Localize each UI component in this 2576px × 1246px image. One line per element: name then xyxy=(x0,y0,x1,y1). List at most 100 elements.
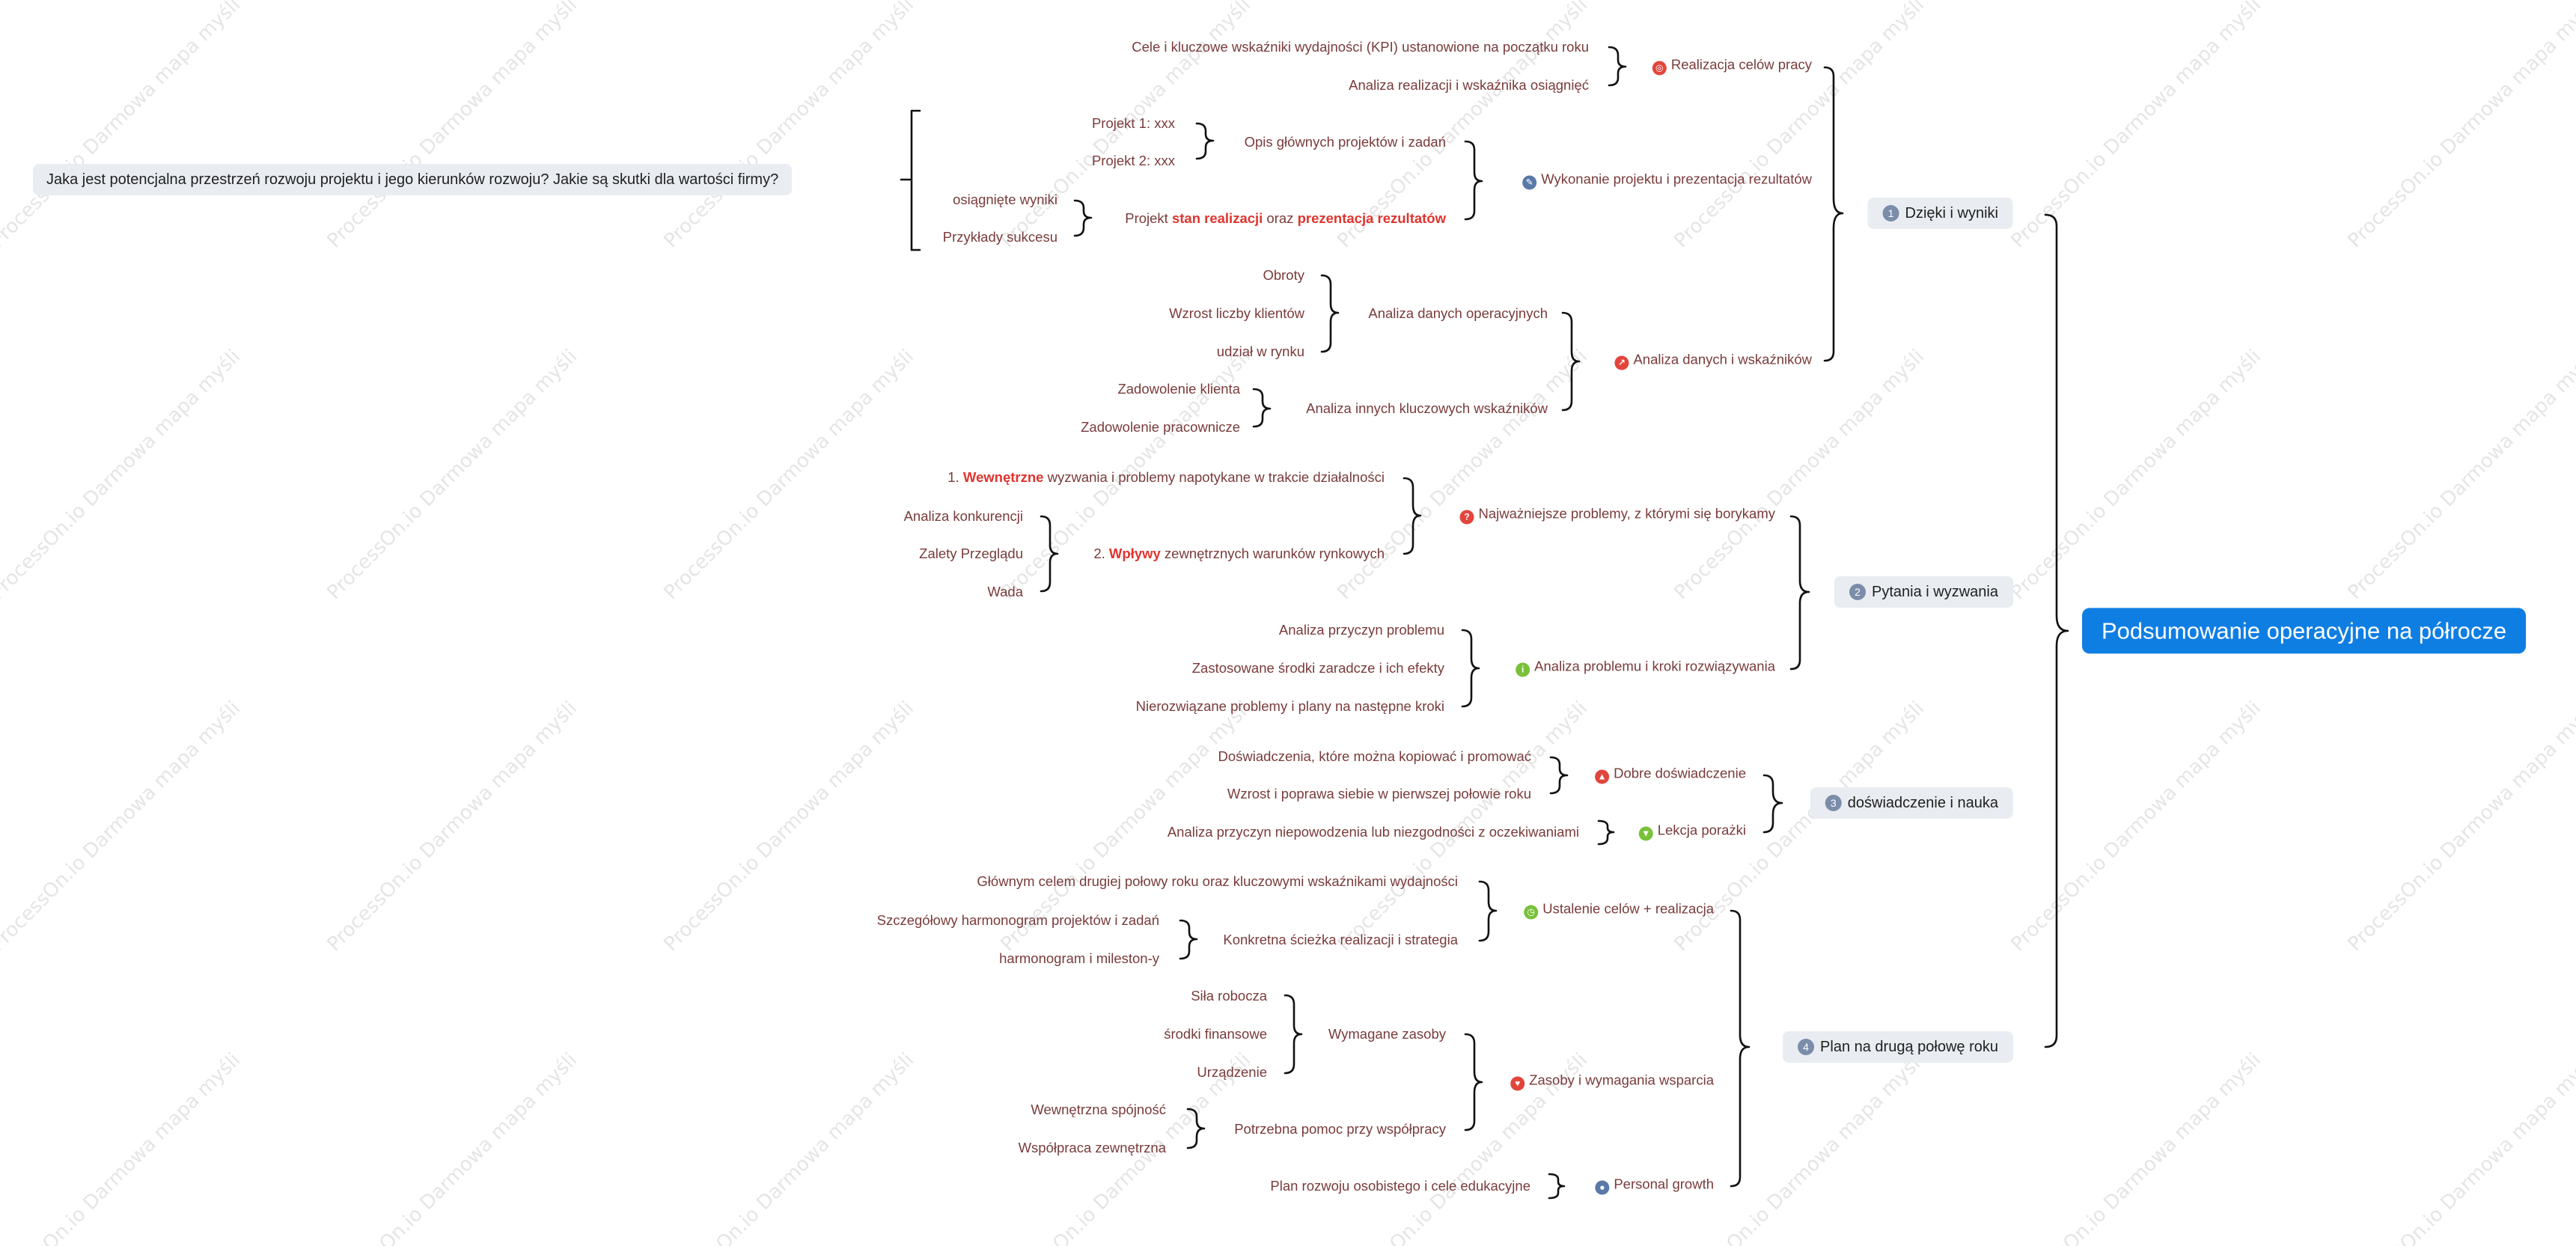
brace-b1-c1 xyxy=(1608,46,1627,87)
node-wplywy-zewnetrzne[interactable]: 2. Wpływy zewnętrznych warunków rynkowyc… xyxy=(1093,545,1385,561)
node-label: Analiza problemu i kroki rozwiązywania xyxy=(1534,658,1775,674)
emphasis-text: prezentacja rezultatów xyxy=(1297,210,1446,226)
brace-b2-c2 xyxy=(1461,629,1480,708)
leaf[interactable]: Zalety Przeglądu xyxy=(919,545,1023,561)
brace-b1 xyxy=(1823,66,1844,362)
node-ustalenie-celow[interactable]: ◷Ustalenie celów + realizacja xyxy=(1524,900,1714,920)
node-lekcja-porazki[interactable]: ▼Lekcja porażki xyxy=(1638,823,1746,841)
leaf[interactable]: Analiza przyczyn problemu xyxy=(1278,621,1444,638)
question-icon: ? xyxy=(1459,510,1474,525)
thumbs-down-icon: ▼ xyxy=(1638,826,1653,841)
leaf[interactable]: środki finansowe xyxy=(1164,1025,1267,1042)
node-realizacja-celow[interactable]: ◎Realizacja celów pracy xyxy=(1652,58,1812,76)
node-stan-realizacji[interactable]: Projekt stan realizacji oraz prezentacja… xyxy=(1125,210,1446,226)
brace-b4 xyxy=(1730,909,1751,1188)
text-part: wyzwania i problemy napotykane w trakcie… xyxy=(1043,468,1385,485)
leaf[interactable]: Przykłady sukcesu xyxy=(942,228,1057,245)
node-label: Analiza danych i wskaźników xyxy=(1633,351,1812,367)
heart-icon: ♥ xyxy=(1510,1076,1525,1091)
emphasis-text: stan realizacji xyxy=(1171,210,1263,226)
leaf[interactable]: Obroty xyxy=(1263,266,1304,283)
leaf[interactable]: osiągnięte wyniki xyxy=(953,191,1057,207)
leaf[interactable]: Analiza konkurencji xyxy=(903,507,1023,524)
branch-doswiadczenie-i-nauka[interactable]: 3 doświadczenie i nauka xyxy=(1810,787,2013,819)
number-badge: 1 xyxy=(1882,205,1899,222)
brace-b1-c2 xyxy=(1464,140,1483,221)
number-badge: 4 xyxy=(1798,1039,1815,1055)
root-node[interactable]: Podsumowanie operacyjne na półrocze xyxy=(2082,608,2527,654)
question-node[interactable]: Jaka jest potencjalna przestrzeń rozwoju… xyxy=(33,164,793,195)
leaf[interactable]: Analiza realizacji i wskaźnika osiągnięć xyxy=(1349,76,1589,93)
leaf[interactable]: Urządzenie xyxy=(1197,1063,1267,1080)
root-label: Podsumowanie operacyjne na półrocze xyxy=(2102,617,2507,644)
branch-plan-na-druga-polowe[interactable]: 4 Plan na drugą połowę roku xyxy=(1783,1031,2013,1063)
leaf[interactable]: Siła robocza xyxy=(1191,987,1267,1004)
leaf[interactable]: Zastosowane środki zaradcze i ich efekty xyxy=(1191,659,1444,676)
node-label: Wykonanie projektu i prezentacja rezulta… xyxy=(1541,171,1812,187)
chart-icon: ↗ xyxy=(1614,355,1629,370)
node-analiza-innych-wskaznikow[interactable]: Analiza innych kluczowych wskaźników xyxy=(1306,400,1548,416)
brace-b3 xyxy=(1762,774,1783,834)
branch-pytania-i-wyzwania[interactable]: 2 Pytania i wyzwania xyxy=(1834,576,2013,608)
leaf[interactable]: Wzrost liczby klientów xyxy=(1169,305,1304,321)
text-part: 2. xyxy=(1093,545,1109,561)
node-label: Dobre doświadczenie xyxy=(1614,765,1746,781)
node-potrzebna-pomoc[interactable]: Potrzebna pomoc przy współpracy xyxy=(1234,1120,1446,1137)
brace-b4-c3 xyxy=(1548,1173,1566,1200)
leaf[interactable]: Cele i kluczowe wskaźniki wydajności (KP… xyxy=(1132,38,1589,55)
root-brace xyxy=(2044,213,2069,1048)
branch-label: Pytania i wyzwania xyxy=(1872,584,1998,600)
node-konkretna-sciezka[interactable]: Konkretna ścieżka realizacji i strategia xyxy=(1223,931,1458,947)
text-part: oraz xyxy=(1263,210,1298,226)
node-wymagane-zasoby[interactable]: Wymagane zasoby xyxy=(1328,1025,1446,1042)
node-label: Ustalenie celów + realizacja xyxy=(1542,900,1714,917)
node-dobre-doswiadczenie[interactable]: ▲ Dobre doświadczenie xyxy=(1595,765,1746,784)
branch-label: Plan na drugą połowę roku xyxy=(1820,1039,1998,1055)
node-label: Realizacja celów pracy xyxy=(1670,56,1812,73)
leaf[interactable]: Projekt 2: xxx xyxy=(1091,152,1175,168)
leaf[interactable]: Zadowolenie pracownicze xyxy=(1081,418,1240,435)
leaf[interactable]: Współpraca zewnętrzna xyxy=(1018,1139,1166,1155)
clock-icon: ◷ xyxy=(1524,905,1539,920)
node-personal-growth[interactable]: ●Personal growth xyxy=(1595,1177,1714,1195)
brace-b2 xyxy=(1789,515,1810,671)
leaf[interactable]: Projekt 1: xxx xyxy=(1091,114,1175,131)
leaf[interactable]: Plan rozwoju osobistego i cele edukacyjn… xyxy=(1270,1177,1530,1194)
leaf[interactable]: harmonogram i mileston-y xyxy=(999,950,1159,966)
brace-b4-c2-d1 xyxy=(1284,994,1303,1075)
question-label: Jaka jest potencjalna przestrzeń rozwoju… xyxy=(46,171,779,188)
brace-b1-c2-d2 xyxy=(1073,199,1093,237)
person-icon: ● xyxy=(1595,1180,1610,1195)
number-badge: 2 xyxy=(1849,584,1867,600)
leaf[interactable]: Zadowolenie klienta xyxy=(1117,380,1240,397)
node-wewnetrzne-wyzwania[interactable]: 1. Wewnętrzne wyzwania i problemy napoty… xyxy=(947,468,1385,485)
leaf[interactable]: Wada xyxy=(987,583,1023,599)
leaf[interactable]: udział w rynku xyxy=(1216,343,1304,359)
leaf[interactable]: Wzrost i poprawa siebie w pierwszej poło… xyxy=(1227,785,1531,801)
node-opis-projektow[interactable]: Opis głównych projektów i zadań xyxy=(1244,133,1446,150)
leaf[interactable]: Nierozwiązane problemy i plany na następ… xyxy=(1135,697,1444,714)
node-analiza-danych[interactable]: ↗ Analiza danych i wskaźników xyxy=(1614,351,1812,370)
branch-dzieki-i-wyniki[interactable]: 1 Dzięki i wyniki xyxy=(1867,198,2013,229)
brace-b4-c1-d1 xyxy=(1179,919,1198,960)
leaf[interactable]: Wewnętrzna spójność xyxy=(1031,1101,1166,1117)
branch-label: doświadczenie i nauka xyxy=(1847,795,1998,811)
branch-label: Dzięki i wyniki xyxy=(1905,205,1998,222)
leaf[interactable]: Doświadczenia, które można kopiować i pr… xyxy=(1218,748,1532,764)
node-wykonanie-projektu[interactable]: ✎ Wykonanie projektu i prezentacja rezult… xyxy=(1522,171,1812,190)
brace-b1-c3 xyxy=(1561,311,1581,412)
leaf[interactable]: Szczegółowy harmonogram projektów i zada… xyxy=(876,911,1159,928)
node-zasoby-wsparcia[interactable]: ♥Zasoby i wymagania wsparcia xyxy=(1510,1073,1714,1091)
thumbs-up-icon: ▲ xyxy=(1595,769,1610,784)
leaf[interactable]: Analiza przyczyn niepowodzenia lub niezg… xyxy=(1167,823,1579,840)
node-najwazniejsze-problemy[interactable]: ?Najważniejsze problemy, z którymi się b… xyxy=(1459,507,1775,525)
text-part: zewnętrznych warunków rynkowych xyxy=(1160,545,1385,561)
leaf[interactable]: Głównym celem drugiej połowy roku oraz k… xyxy=(977,873,1458,889)
number-badge: 3 xyxy=(1825,795,1842,811)
pencil-icon: ✎ xyxy=(1522,175,1537,190)
emphasis-text: Wewnętrzne xyxy=(962,468,1044,485)
node-analiza-danych-operacyjnych[interactable]: Analiza danych operacyjnych xyxy=(1368,305,1548,321)
brace-b3-c2 xyxy=(1597,819,1615,846)
brace-b1-c3-d1 xyxy=(1320,274,1340,353)
